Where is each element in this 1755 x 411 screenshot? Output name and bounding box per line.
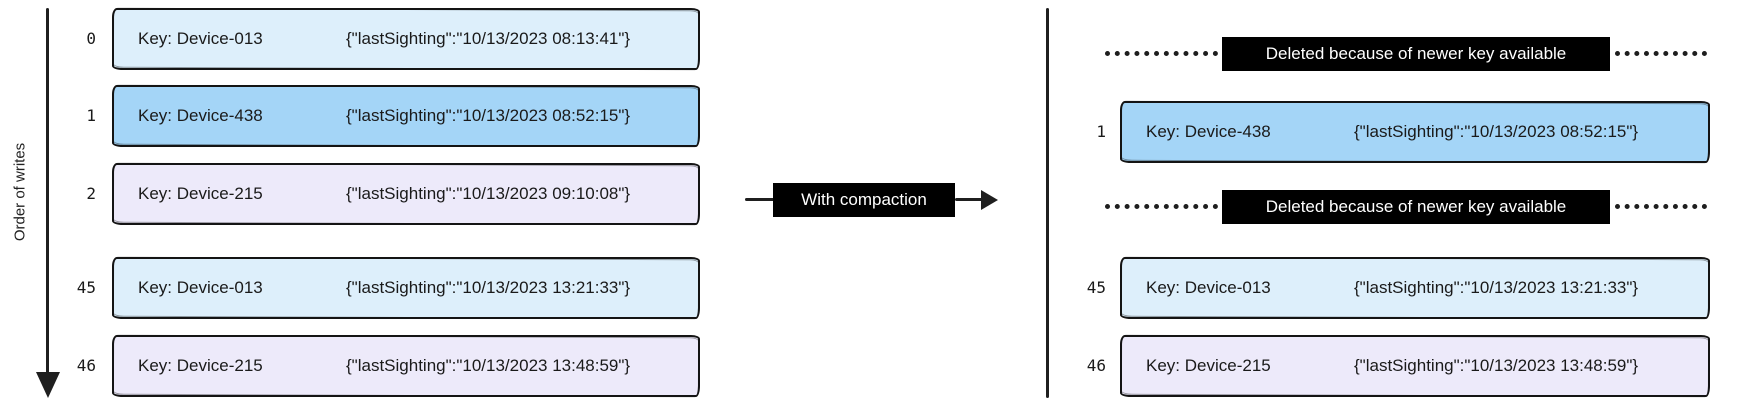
record-value: {"lastSighting":"10/13/2023 09:10:08"} [346, 184, 631, 203]
record-key: Key: Device-013 [1146, 278, 1271, 297]
order-of-writes-axis-line [46, 8, 49, 374]
log-record: Key: Device-013 {"lastSighting":"10/13/2… [112, 257, 700, 319]
record-value: {"lastSighting":"10/13/2023 08:52:15"} [346, 106, 631, 125]
deleted-record-note: Deleted because of newer key available [1222, 37, 1610, 71]
record-index: 46 [1086, 356, 1106, 375]
log-record: Key: Device-438 {"lastSighting":"10/13/2… [112, 85, 700, 147]
down-arrow-icon [36, 372, 60, 398]
record-key: Key: Device-215 [138, 356, 263, 375]
record-key: Key: Device-215 [1146, 356, 1271, 375]
log-record: Key: Device-013 {"lastSighting":"10/13/2… [1120, 257, 1710, 319]
record-value: {"lastSighting":"10/13/2023 13:48:59"} [1354, 356, 1639, 375]
dotted-line [1105, 51, 1218, 56]
compacted-log-axis-line [1046, 8, 1049, 398]
record-key: Key: Device-438 [1146, 122, 1271, 141]
log-record: Key: Device-215 {"lastSighting":"10/13/2… [112, 163, 700, 225]
record-index: 1 [1096, 122, 1106, 141]
dotted-line [1615, 204, 1707, 209]
record-value: {"lastSighting":"10/13/2023 08:13:41"} [346, 29, 631, 48]
log-record: Key: Device-215 {"lastSighting":"10/13/2… [112, 335, 700, 397]
log-record: Key: Device-215 {"lastSighting":"10/13/2… [1120, 335, 1710, 397]
record-key: Key: Device-013 [138, 29, 263, 48]
record-index: 45 [76, 278, 96, 297]
record-value: {"lastSighting":"10/13/2023 13:48:59"} [346, 356, 631, 375]
log-record: Key: Device-013 {"lastSighting":"10/13/2… [112, 8, 700, 70]
order-of-writes-axis-label: Order of writes [11, 142, 29, 242]
dotted-line [1615, 51, 1707, 56]
record-index: 0 [86, 29, 96, 48]
record-key: Key: Device-438 [138, 106, 263, 125]
log-record: Key: Device-438 {"lastSighting":"10/13/2… [1120, 101, 1710, 163]
arrow-line [955, 198, 983, 201]
record-index: 45 [1086, 278, 1106, 297]
record-key: Key: Device-013 [138, 278, 263, 297]
record-index: 2 [86, 184, 96, 203]
record-index: 46 [76, 356, 96, 375]
right-arrow-icon [981, 190, 998, 210]
record-value: {"lastSighting":"10/13/2023 13:21:33"} [1354, 278, 1639, 297]
record-value: {"lastSighting":"10/13/2023 13:21:33"} [346, 278, 631, 297]
with-compaction-label: With compaction [773, 183, 955, 217]
record-value: {"lastSighting":"10/13/2023 08:52:15"} [1354, 122, 1639, 141]
record-key: Key: Device-215 [138, 184, 263, 203]
dotted-line [1105, 204, 1218, 209]
arrow-line [745, 198, 775, 201]
deleted-record-note: Deleted because of newer key available [1222, 190, 1610, 224]
record-index: 1 [86, 106, 96, 125]
